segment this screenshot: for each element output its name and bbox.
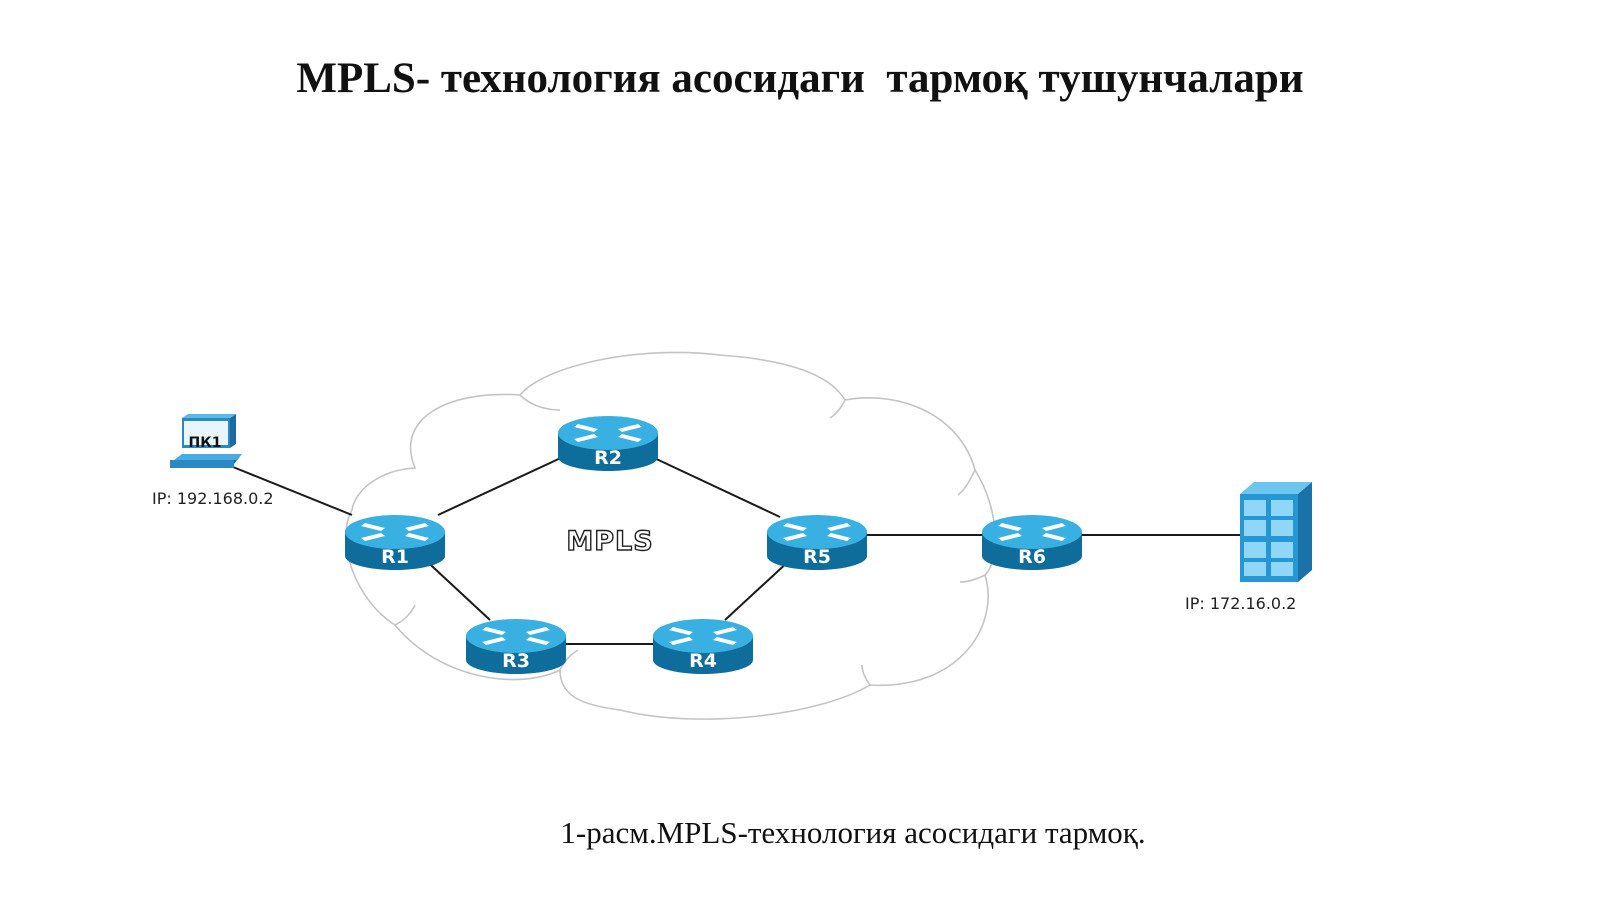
- mpls-cloud-label: MPLS: [566, 526, 653, 557]
- pc-label: ПК1: [189, 435, 222, 451]
- router-r6-label: R6: [1018, 546, 1046, 568]
- server-ip-label: IP: 172.16.0.2: [1185, 594, 1296, 613]
- router-arrows-icon: [783, 523, 851, 541]
- router-r1: R1: [345, 515, 445, 570]
- links: [232, 455, 1240, 645]
- mpls-cloud: [345, 351, 997, 720]
- router-arrows-icon: [574, 424, 642, 442]
- link-r2-r5: [649, 455, 781, 518]
- link-r1-r2: [437, 455, 566, 516]
- link-r4-r5: [724, 559, 791, 621]
- router-arrows-icon: [669, 627, 737, 645]
- router-r6: R6: [982, 515, 1082, 570]
- router-r5: R5: [767, 515, 867, 570]
- router-r4: R4: [653, 619, 753, 674]
- router-r4-label: R4: [689, 650, 717, 672]
- pc-ip-label: IP: 192.168.0.2: [152, 489, 274, 508]
- router-r2-label: R2: [594, 447, 622, 469]
- router-arrows-icon: [482, 627, 550, 645]
- slide-title: MPLS- технология асосидаги тармоқ тушунч…: [296, 55, 1304, 102]
- link-pc-r1: [232, 466, 353, 516]
- server-icon: [1240, 482, 1312, 582]
- router-arrows-icon: [361, 523, 429, 541]
- link-r1-r3: [419, 554, 491, 621]
- router-r5-label: R5: [803, 546, 831, 568]
- computer-icon: [170, 414, 242, 468]
- router-r1-label: R1: [381, 546, 409, 568]
- router-arrows-icon: [998, 523, 1066, 541]
- router-r3-label: R3: [502, 650, 530, 672]
- figure-caption: 1-расм.MPLS-технология асосидаги тармоқ.: [560, 815, 1146, 850]
- router-r2: R2: [558, 416, 658, 471]
- router-r3: R3: [466, 619, 566, 674]
